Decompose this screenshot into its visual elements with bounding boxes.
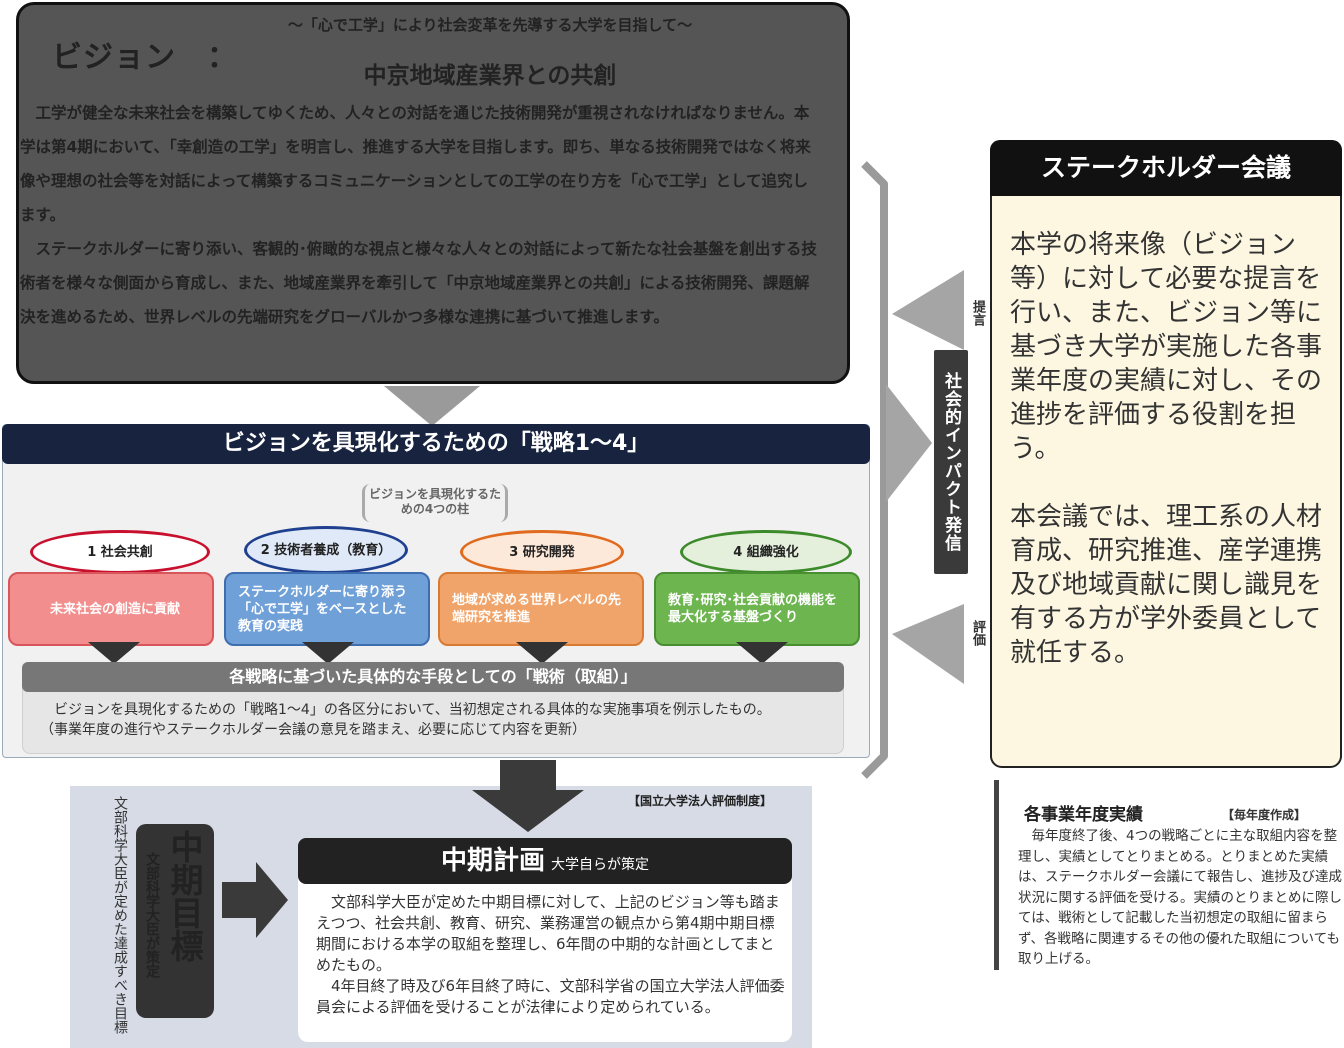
tactic-line: ビジョンを具現化するための「戦略1～4」の各区分において、当初想定される具体的な… [54,702,771,718]
annual-tag: 【毎年度作成】 [1222,808,1307,822]
plan-paragraph: 文部科学大臣が定めた中期目標に対して、上記のビジョン等も踏まえつつ、社会共創、教… [316,893,780,974]
mid-term-plan-body: 文部科学大臣が定めた中期目標に対して、上記のビジョン等も踏まえつつ、社会共創、教… [316,892,786,1018]
pillar-3-oval: 3 研究開発 [460,530,624,574]
impact-bracket [861,161,888,779]
mid-term-plan-sub: 大学自らが策定 [551,857,649,873]
evaluate-arrow [892,604,964,684]
impact-arrow [886,384,932,502]
down-arrow-small [736,642,788,664]
pillar-2-card: ステークホルダーに寄り添う「心で工学」をベースとした教育の実践 [224,572,430,646]
mid-term-goal-title: 中期目標 [165,830,204,962]
pillar-1-oval: 1 社会共創 [30,530,210,574]
tactic-title: 各戦略に基づいた具体的な手段としての「戦術（取組）」 [22,662,844,692]
annual-title: 各事業年度実績 [1024,805,1143,825]
vision-label: ビジョン ： [52,40,238,75]
mid-term-goal-sub: 文部科学大臣が策定 [144,852,160,978]
annual-body: 毎年度終了後、4つの戦略ごとに主な取組内容を整理し、実績としてとりまとめる。とり… [1018,828,1342,967]
vision-box [16,2,850,384]
down-arrow-small [302,642,354,664]
stakeholder-paragraph: 本学の将来像（ビジョン等）に対して必要な提言を行い、また、ビジョン等に基づき大学… [1010,230,1323,464]
down-arrow-small [516,642,568,664]
pillar-4-card: 教育･研究･社会貢献の機能を最大化する基盤づくり [654,572,860,646]
stakeholder-box [990,140,1342,768]
down-arrow [384,386,480,426]
stakeholder-body: 本学の将来像（ビジョン等）に対して必要な提言を行い、また、ビジョン等に基づき大学… [1010,228,1330,670]
vision-subtitle: ～「心で工学」により社会変革を先導する大学を目指して～ [287,16,693,34]
tactic-body: ビジョンを具現化するための「戦略1～4」の各区分において、当初想定される具体的な… [40,700,830,740]
down-arrow-dark [472,760,584,832]
down-arrow-small [88,642,140,664]
propose-label: 提言 [970,300,985,326]
pillar-note: ビジョンを具現化するための4つの柱 [362,484,508,522]
pillar-4-oval: 4 組織強化 [680,530,852,574]
minister-goal-note: 文部科学大臣が定めた達成すべき目標 [112,796,128,1034]
pillar-1-card: 未来社会の創造に貢献 [8,572,214,646]
annual-bar [994,780,999,970]
propose-arrow [892,270,964,350]
tactic-line: （事業年度の進行やステークホルダー会議の意見を踏まえ、必要に応じて内容を更新） [40,722,586,738]
mid-term-plan-title: 中期計画 [440,846,545,876]
vision-title: 中京地域産業界との共創 [363,63,617,89]
vision-body: 工学が健全な未来社会を構築してゆくため、人々との対話を通じた技術開発が重視されな… [20,96,820,334]
pillar-2-oval: 2 技術者養成（教育） [244,526,408,574]
vision-paragraph: 工学が健全な未来社会を構築してゆくため、人々との対話を通じた技術開発が重視されな… [20,104,811,224]
vision-paragraph: ステークホルダーに寄り添い、客観的･俯瞰的な視点と様々な人々との対話によって新た… [20,240,817,326]
right-arrow [222,862,288,938]
impact-label: 社会的インパクト発信 [934,350,968,574]
stakeholder-paragraph: 本会議では、理工系の人材育成、研究推進、産学連携及び地域貢献に関し識見を有する方… [1010,502,1323,668]
plan-paragraph: 4年目終了時及び6年目終了時に、文部科学省の国立大学法人評価委員会による評価を受… [316,977,785,1016]
mid-term-goal-box [136,824,214,1018]
stakeholder-title: ステークホルダー会議 [990,140,1342,196]
evaluation-note: 【国立大学法人評価制度】 [628,794,773,808]
strategy-title: ビジョンを具現化するための「戦略1～4」 [2,424,870,464]
evaluate-label: 評価 [970,620,985,646]
pillar-3-card: 地域が求める世界レベルの先端研究を推進 [438,572,644,646]
mid-term-plan-header: 中期計画大学自らが策定 [298,838,792,884]
